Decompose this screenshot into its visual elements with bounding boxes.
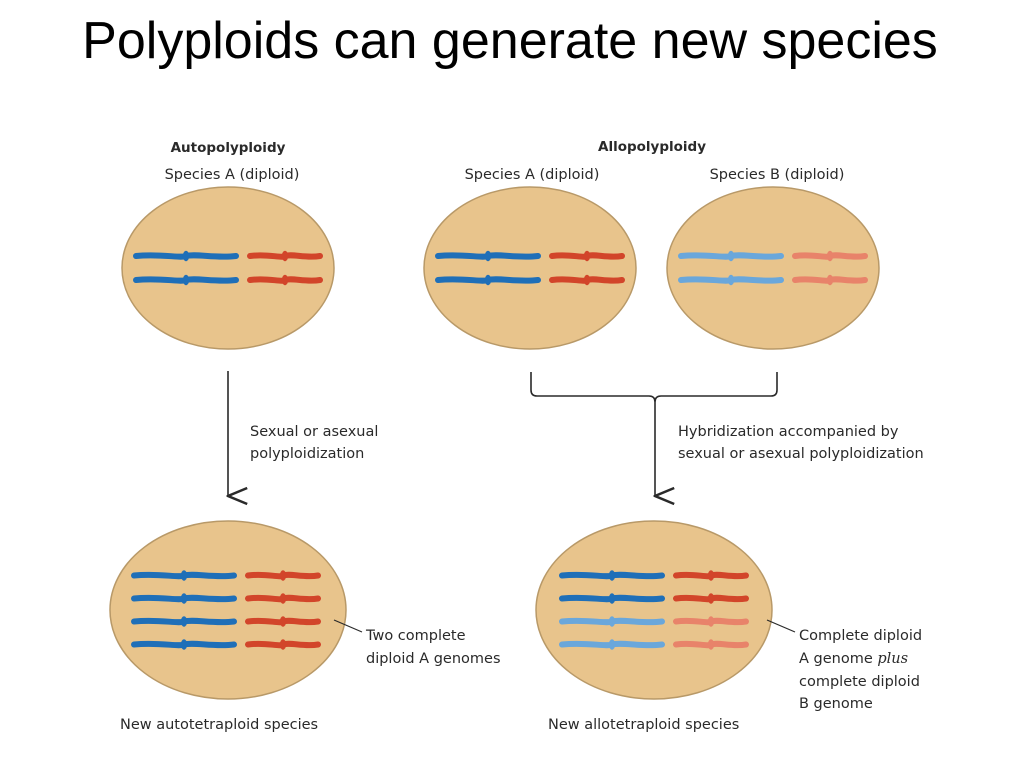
centromere bbox=[583, 250, 591, 262]
centromere bbox=[727, 250, 735, 262]
centromere bbox=[279, 570, 287, 581]
centromere bbox=[826, 274, 834, 286]
auto-note-line1: Two complete bbox=[365, 628, 466, 644]
auto-species-a-chromosomes bbox=[133, 250, 323, 286]
allo-species-a-label: Species A (diploid) bbox=[465, 167, 600, 183]
allo-species-b-cell bbox=[666, 186, 880, 350]
autotetraploid-chromosomes bbox=[131, 570, 321, 650]
centromere bbox=[707, 570, 715, 581]
centromere bbox=[484, 250, 492, 262]
centromere bbox=[707, 616, 715, 627]
centromere bbox=[180, 639, 188, 650]
centromere bbox=[608, 570, 616, 581]
centromere bbox=[707, 639, 715, 650]
allo-note-line2: A genome plus bbox=[799, 651, 908, 667]
autopolyploidy-heading: Autopolyploidy bbox=[171, 140, 286, 156]
allo-process-line1: Hybridization accompanied by bbox=[678, 424, 899, 440]
allo-species-b-chromosomes bbox=[678, 250, 868, 286]
allo-note-line2-prefix: A genome bbox=[799, 651, 877, 667]
allo-note-leader bbox=[766, 619, 796, 633]
centromere bbox=[707, 593, 715, 604]
auto-species-a-label: Species A (diploid) bbox=[165, 167, 300, 183]
centromere bbox=[279, 616, 287, 627]
centromere bbox=[281, 250, 289, 262]
centromere bbox=[279, 593, 287, 604]
allo-note-line1: Complete diploid bbox=[799, 628, 922, 644]
centromere bbox=[727, 274, 735, 286]
centromere bbox=[608, 616, 616, 627]
centromere bbox=[583, 274, 591, 286]
centromere bbox=[180, 593, 188, 604]
allo-note-line2-italic: plus bbox=[877, 651, 908, 667]
centromere bbox=[279, 639, 287, 650]
allo-species-a-chromosomes bbox=[435, 250, 625, 286]
allo-note-line3: complete diploid bbox=[799, 674, 920, 690]
auto-note-line2: diploid A genomes bbox=[366, 651, 501, 667]
allo-result-label: New allotetraploid species bbox=[548, 717, 739, 733]
auto-result-label: New autotetraploid species bbox=[120, 717, 318, 733]
allo-species-a-cell bbox=[423, 186, 637, 350]
centromere bbox=[484, 274, 492, 286]
centromere bbox=[182, 250, 190, 262]
allotetraploid-cell bbox=[535, 520, 773, 700]
allopolyploidy-heading: Allopolyploidy bbox=[598, 139, 706, 155]
auto-note-leader bbox=[333, 619, 363, 633]
centromere bbox=[281, 274, 289, 286]
centromere bbox=[608, 593, 616, 604]
auto-species-a-cell bbox=[121, 186, 335, 350]
allotetraploid-chromosomes bbox=[559, 570, 749, 650]
auto-process-line1: Sexual or asexual bbox=[250, 424, 378, 440]
autotetraploid-cell bbox=[109, 520, 347, 700]
allo-note-line4: B genome bbox=[799, 696, 873, 712]
centromere bbox=[182, 274, 190, 286]
auto-process-line2: polyploidization bbox=[250, 446, 364, 462]
centromere bbox=[180, 616, 188, 627]
page-title: Polyploids can generate new species bbox=[82, 12, 938, 70]
hybridization-bracket bbox=[530, 372, 778, 403]
centromere bbox=[180, 570, 188, 581]
centromere bbox=[608, 639, 616, 650]
allo-process-line2: sexual or asexual polyploidization bbox=[678, 446, 924, 462]
allo-species-b-label: Species B (diploid) bbox=[710, 167, 845, 183]
centromere bbox=[826, 250, 834, 262]
